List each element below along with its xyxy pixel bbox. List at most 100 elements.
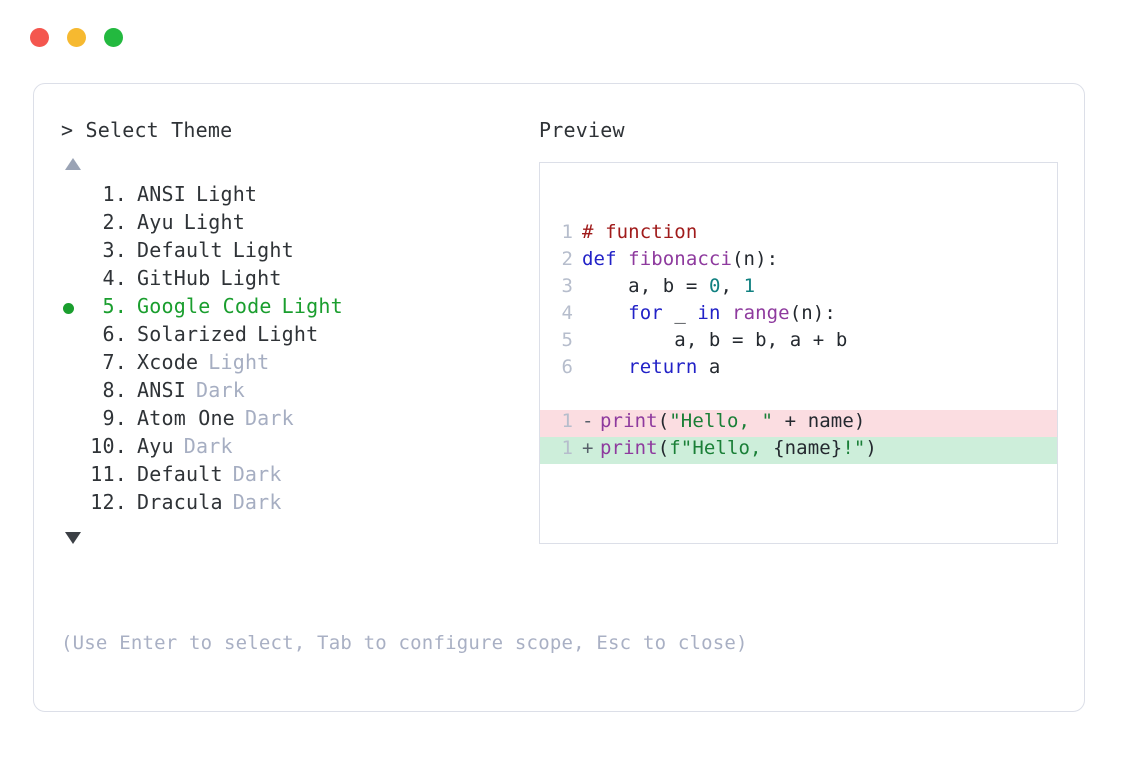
line-number: 1 [561, 410, 573, 432]
close-button[interactable] [30, 28, 49, 47]
maximize-button[interactable] [104, 28, 123, 47]
theme-list-item[interactable]: 5. Google Code Light [61, 294, 531, 322]
code-text: print("Hello, " + name) [600, 410, 1057, 432]
theme-variant: Light [195, 182, 258, 206]
theme-index: 12. [90, 490, 127, 514]
code-token: {name} [773, 437, 843, 459]
code-token: , [720, 275, 744, 297]
selected-bullet-icon [61, 462, 87, 490]
theme-name: Google Code [137, 294, 272, 318]
code-token: a, b = b, a + b [582, 329, 848, 351]
theme-list-item[interactable]: 6. Solarized Light [61, 322, 531, 350]
scroll-up-arrow-icon[interactable] [65, 158, 81, 170]
theme-index: 5. [90, 294, 127, 318]
theme-variant: Light [183, 210, 245, 234]
code-token: print [600, 437, 658, 459]
code-text: print(f"Hello, {name}!") [600, 437, 1057, 459]
theme-variant: Dark [232, 490, 282, 514]
code-token: (n): [732, 248, 779, 270]
theme-index: 11. [90, 462, 127, 486]
diff-sign: + [582, 437, 594, 459]
code-text: a, b = b, a + b [582, 329, 1057, 351]
code-token: a [697, 356, 721, 378]
selected-bullet-icon [61, 378, 87, 406]
code-token: return [628, 356, 698, 378]
code-token: + name) [773, 410, 866, 432]
line-number: 1 [561, 221, 573, 243]
code-token [720, 302, 732, 324]
line-number: 3 [561, 275, 573, 297]
theme-index: 6. [90, 322, 127, 346]
selected-bullet-icon [61, 322, 87, 350]
selected-bullet-icon [61, 238, 87, 266]
theme-index: 2. [90, 210, 127, 234]
theme-name: Solarized [137, 322, 248, 346]
theme-variant: Light [281, 294, 343, 318]
theme-name: GitHub [137, 266, 211, 290]
code-token: 0 [708, 275, 721, 297]
window-traffic-lights [30, 28, 123, 47]
theme-name: ANSI [137, 182, 186, 206]
code-token: range [732, 302, 790, 324]
diff-line-add: 1+print(f"Hello, {name}!") [540, 437, 1057, 464]
theme-list-item[interactable]: 8. ANSI Dark [61, 378, 531, 406]
diff-sign: - [582, 410, 594, 432]
theme-name: Ayu [137, 210, 174, 234]
theme-index: 1. [90, 182, 127, 206]
theme-list-item[interactable]: 1. ANSI Light [61, 182, 531, 210]
code-line: 1 # function [540, 221, 1057, 248]
code-line: 6 return a [540, 356, 1057, 383]
theme-name: Default [137, 462, 223, 486]
minimize-button[interactable] [67, 28, 86, 47]
code-text: for _ in range(n): [582, 302, 1057, 324]
code-line: 3 a, b = 0, 1 [540, 275, 1057, 302]
code-token: "Hello, " [669, 410, 774, 432]
theme-name: ANSI [137, 378, 186, 402]
code-line: 5 a, b = b, a + b [540, 329, 1057, 356]
theme-index: 8. [90, 378, 127, 402]
theme-name: Dracula [137, 490, 223, 514]
code-text: return a [582, 356, 1057, 378]
scroll-down-arrow-icon[interactable] [65, 532, 81, 544]
code-token: def [582, 248, 629, 270]
line-number: 4 [561, 302, 573, 324]
selected-bullet-icon [61, 434, 87, 462]
theme-variant: Dark [244, 406, 294, 430]
prompt-label: > Select Theme [61, 118, 233, 142]
theme-name: Xcode [137, 350, 199, 374]
code-text: a, b = 0, 1 [582, 275, 1057, 297]
theme-index: 10. [90, 434, 127, 458]
code-token: !" [842, 437, 866, 459]
selected-bullet-icon [61, 294, 87, 322]
theme-list-item[interactable]: 12. Dracula Dark [61, 490, 531, 518]
selected-bullet-icon [61, 350, 87, 378]
theme-name: Atom One [137, 406, 235, 430]
code-token: in [697, 302, 721, 324]
code-token: ( [657, 410, 670, 432]
keyboard-hint: (Use Enter to select, Tab to configure s… [61, 632, 748, 654]
theme-variant: Light [257, 322, 319, 346]
code-token [582, 356, 628, 378]
code-token [582, 302, 628, 324]
theme-name: Default [137, 238, 223, 262]
selected-bullet-icon [61, 490, 87, 518]
theme-list-item[interactable]: 2. Ayu Light [61, 210, 531, 238]
theme-variant: Dark [232, 462, 282, 486]
theme-variant: Dark [195, 378, 245, 402]
theme-variant: Dark [183, 434, 233, 458]
theme-list-item[interactable]: 11. Default Dark [61, 462, 531, 490]
selected-bullet-icon [61, 210, 87, 238]
selected-bullet-icon [61, 406, 87, 434]
code-text: # function [582, 221, 1057, 243]
code-token: 1 [743, 275, 756, 297]
